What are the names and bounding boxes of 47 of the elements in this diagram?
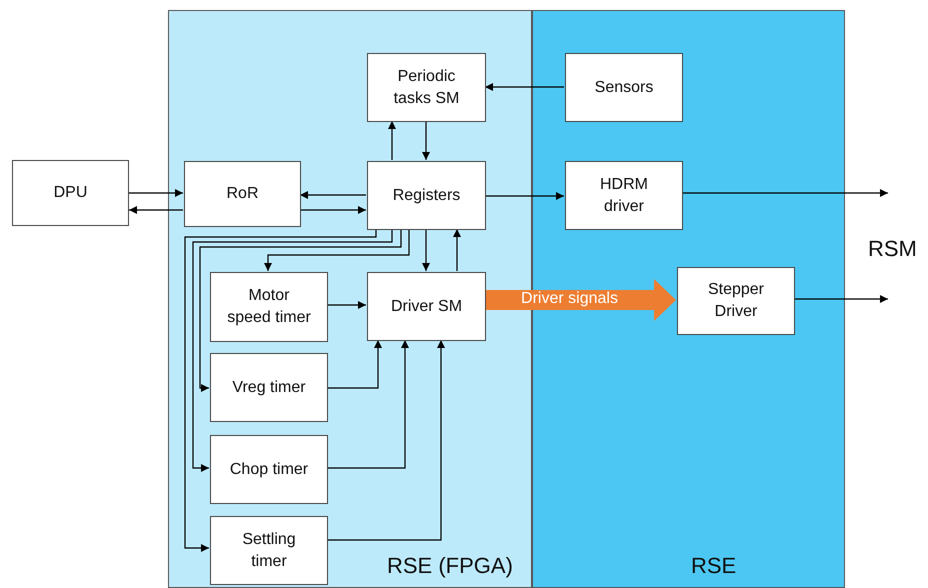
arrow	[192, 229, 393, 472]
arrow	[129, 189, 183, 197]
region-label: RSE (FPGA)	[387, 552, 513, 580]
arrow	[199, 229, 402, 392]
box-label: DPU	[54, 183, 88, 204]
process-box	[184, 161, 301, 227]
process-box	[210, 353, 328, 422]
process-box	[210, 435, 328, 504]
box-label: Periodic tasks SM	[392, 66, 460, 108]
process-box	[367, 53, 486, 122]
region-label: RSE	[691, 552, 736, 580]
box-label: HDRM driver	[599, 174, 649, 216]
arrow	[388, 121, 396, 160]
arrow	[794, 295, 888, 303]
box-label: Settling timer	[241, 530, 297, 572]
side-label: RSM	[868, 235, 917, 263]
box-label: Chop timer	[230, 460, 308, 480]
box-label: Driver SM	[390, 296, 462, 317]
arrow	[327, 301, 366, 309]
arrow	[485, 83, 564, 91]
arrow	[300, 191, 366, 199]
arrow	[453, 229, 461, 271]
arrow	[264, 229, 410, 271]
arrow	[327, 340, 409, 469]
box-label: Motor speed timer	[226, 286, 312, 328]
process-box	[367, 272, 486, 341]
process-box	[12, 160, 129, 226]
process-box	[367, 161, 486, 230]
arrow	[300, 206, 366, 214]
box-label: Sensors	[594, 78, 654, 98]
box-label: Stepper Driver	[706, 280, 766, 322]
box-label: Registers	[392, 186, 460, 206]
arrow	[485, 192, 564, 200]
process-box	[210, 272, 328, 342]
arrow	[129, 206, 183, 214]
process-box	[210, 516, 328, 585]
arrow	[422, 121, 430, 160]
arrow	[184, 229, 377, 552]
box-label: Vreg timer	[232, 378, 306, 398]
arrow	[422, 229, 430, 271]
arrow	[327, 340, 382, 389]
arrow	[327, 340, 445, 541]
arrow	[682, 189, 888, 197]
process-box	[565, 53, 683, 122]
box-label: RoR	[226, 184, 258, 204]
process-box	[565, 161, 683, 230]
process-box	[677, 267, 795, 335]
